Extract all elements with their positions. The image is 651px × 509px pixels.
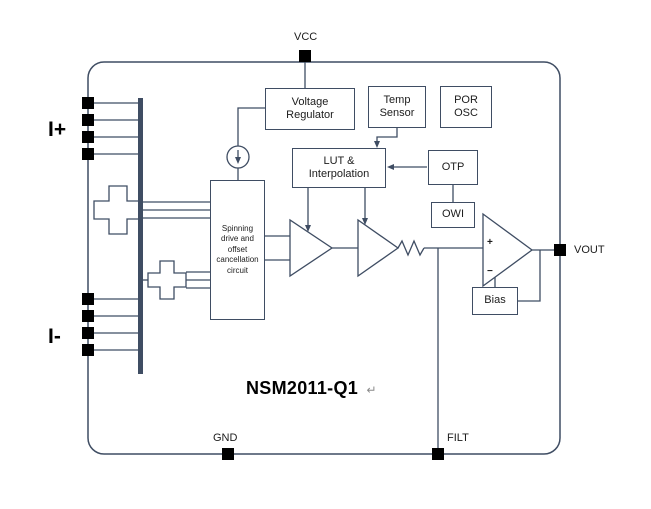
pad-i-plus-1 [82, 97, 94, 109]
pin-label-gnd: GND [213, 432, 238, 444]
block-voltage-regulator: Voltage Regulator [265, 88, 355, 130]
pin-label-vout: VOUT [574, 244, 605, 256]
block-lut-interpolation: LUT & Interpolation [292, 148, 386, 188]
pin-label-vcc: VCC [294, 31, 318, 43]
pad-i-minus-4 [82, 344, 94, 356]
hall-plate-1-icon [93, 185, 143, 235]
pin-label-i-minus: I- [48, 325, 61, 348]
block-spinning-circuit: Spinning drive and offset cancellation c… [210, 180, 265, 320]
output-buffer-triangle-icon [482, 212, 534, 288]
pad-i-minus-1 [82, 293, 94, 305]
pad-i-plus-4 [82, 148, 94, 160]
block-por-osc: POR OSC [440, 86, 492, 128]
pad-i-minus-2 [82, 310, 94, 322]
pin-label-filt: FILT [447, 432, 469, 444]
pad-vout [554, 244, 566, 256]
resistor-icon [397, 239, 425, 257]
pad-i-minus-3 [82, 327, 94, 339]
pad-i-plus-2 [82, 114, 94, 126]
pin-label-i-plus: I+ [48, 118, 67, 141]
block-owi: OWI [431, 202, 475, 228]
sense-bus-bar [138, 98, 143, 374]
return-mark-icon: ↵ [366, 383, 377, 397]
buffer-minus-sign: − [487, 266, 493, 277]
wire-tempsensor-to-lut [374, 128, 398, 148]
wire-regulator-to-source [237, 107, 265, 146]
pad-gnd [222, 448, 234, 460]
block-bias: Bias [472, 287, 518, 315]
amp2-triangle-icon [357, 218, 400, 278]
block-otp: OTP [428, 150, 478, 185]
buffer-plus-sign: + [487, 237, 493, 248]
pad-i-plus-3 [82, 131, 94, 143]
part-number-caption: NSM2011-Q1 ↵ [246, 378, 377, 399]
block-temp-sensor: Temp Sensor [368, 86, 426, 128]
hall-plate-2-icon [147, 260, 187, 300]
pad-filt [432, 448, 444, 460]
chip-outline [87, 61, 561, 455]
amp1-triangle-icon [289, 218, 334, 278]
part-number-text: NSM2011-Q1 [246, 378, 359, 398]
wire-feedback [518, 250, 541, 302]
pad-vcc [299, 50, 311, 62]
